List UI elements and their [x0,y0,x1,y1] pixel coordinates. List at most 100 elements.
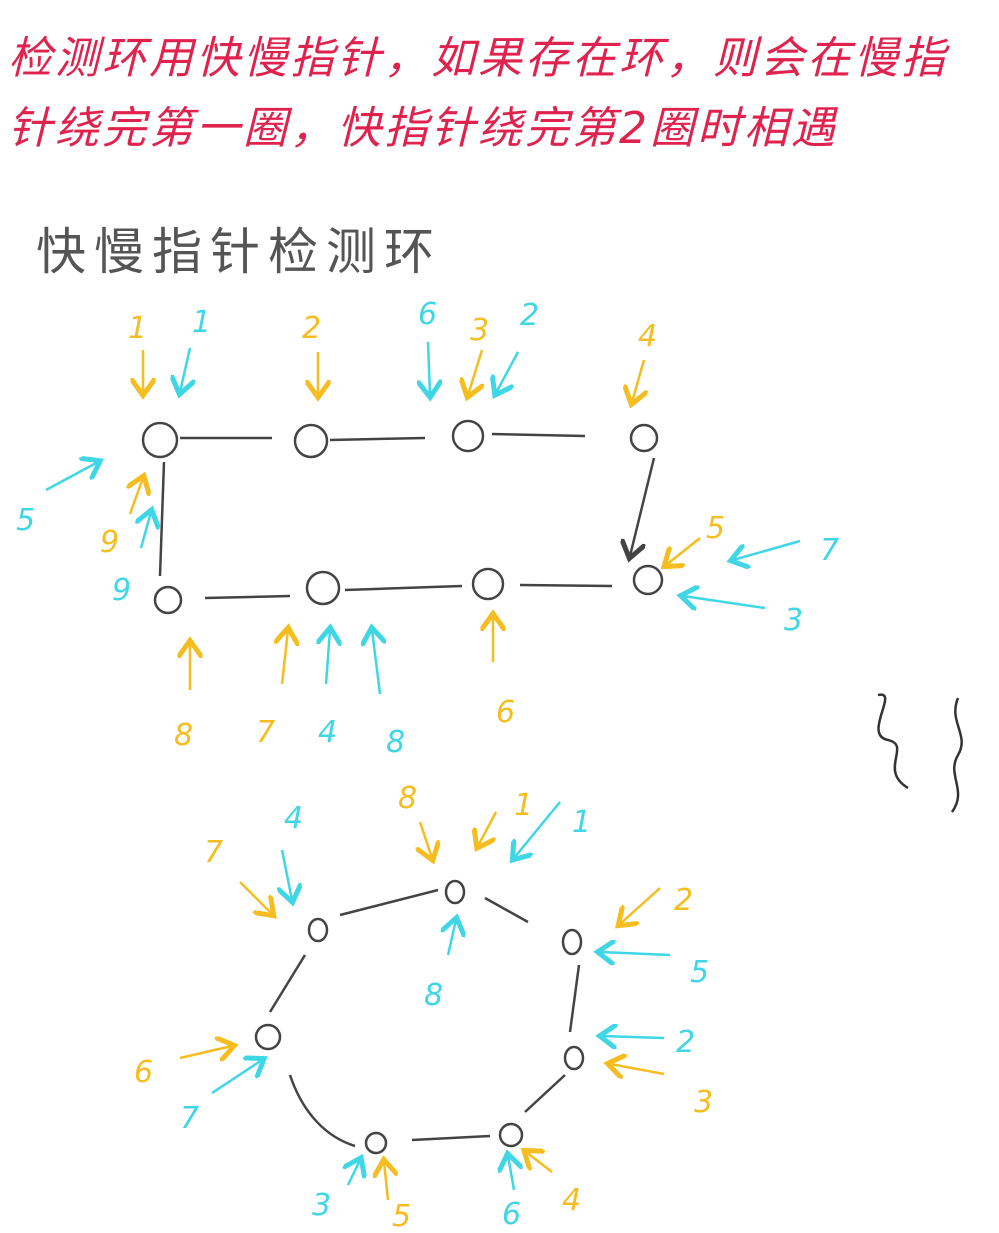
top-list-nodes [141,419,664,615]
pointer-label: 8 [424,978,443,1013]
fast-arrow [282,849,292,900]
fast-arrow [733,539,801,560]
pointer-label: 5 [690,955,709,990]
pointer-label: 6 [418,297,437,332]
fast-arrow [428,341,430,395]
pointer-label: 9 [112,573,131,608]
pointer-label: 5 [16,503,35,538]
node [305,570,341,606]
slow-arrow [526,1152,553,1173]
edge [158,461,166,577]
slow-arrow [478,811,498,846]
slow-arrow [468,349,482,395]
pointer-label: 8 [386,725,405,760]
node [632,564,664,596]
edge [344,584,463,592]
top-number-labels: 1 1 2 6 3 2 4 5 9 9 5 7 3 8 7 4 8 6 [16,297,839,760]
pointer-label: 6 [502,1197,521,1232]
node [451,419,485,453]
edge [329,436,426,442]
pointer-label: 5 [706,511,725,546]
fast-arrow [180,347,190,392]
pointer-label: 2 [674,883,693,918]
pointer-label: 4 [562,1183,581,1218]
pointer-label: 3 [470,313,489,348]
fast-arrow [211,1060,262,1095]
pointer-label: 4 [638,319,657,354]
node [293,423,329,459]
slow-arrow [282,630,288,685]
bottom-pointer-arrows [179,801,671,1201]
fast-arrow [514,801,561,858]
pointer-label: 2 [520,298,539,333]
slow-arrow [666,537,701,565]
edge [268,954,307,1013]
node [563,1045,585,1071]
pointer-label: 7 [820,533,839,568]
edge [484,896,529,924]
slow-arrow [179,1046,232,1058]
edge [339,888,439,917]
top-pointer-arrows [45,341,801,695]
edge [491,432,586,438]
pointer-label: 2 [676,1025,695,1060]
slow-arrow [632,359,644,402]
diagram-subtitle: 快慢指针检测环 [36,223,442,281]
edge [204,594,291,600]
fast-arrow [602,1036,665,1038]
pointer-label: 4 [318,715,337,750]
node [444,879,466,905]
edge [519,583,613,588]
slow-arrow [384,1162,388,1201]
slow-arrow [130,478,143,515]
node [498,1122,524,1148]
fast-arrow [326,630,330,685]
pointer-label: 7 [256,715,275,750]
node [141,421,179,459]
node [307,917,329,943]
pointer-label: 8 [174,718,193,753]
pointer-label: 5 [392,1199,411,1233]
edge [288,1074,356,1148]
fast-arrow [141,512,151,549]
fast-arrow [372,630,380,695]
pointer-label: 9 [100,525,119,560]
pointer-label: 1 [192,305,211,340]
fast-arrow [600,952,671,955]
slow-arrow [620,887,661,924]
edge [524,1074,566,1113]
pointer-label: 6 [134,1055,153,1090]
pointer-label: 1 [514,788,533,823]
node [561,928,583,956]
slow-arrow [420,821,432,858]
fast-arrow [496,351,520,393]
slow-arrow [239,881,272,914]
fast-arrow [448,920,456,956]
fast-arrow [508,1156,514,1191]
node [471,567,505,601]
pointer-label: 3 [694,1085,713,1120]
pointer-label: 1 [572,805,591,840]
node [254,1023,282,1051]
pointer-label: 6 [496,695,515,730]
edge [568,964,581,1033]
header-line-1: 检测环用快慢指针，如果存在环，则会在慢指 [8,33,948,84]
equivalence-symbol [877,693,963,813]
edge [630,457,656,556]
pointer-label: 3 [312,1188,331,1223]
pointer-label: 7 [204,835,223,870]
pointer-label: 8 [398,781,417,816]
pointer-label: 2 [302,311,321,346]
pointer-label: 1 [128,311,147,346]
bottom-number-labels: 8 1 1 7 4 2 5 8 6 7 2 3 3 5 6 4 [134,781,713,1233]
edge [411,1134,491,1142]
header-line-2: 针绕完第一圈，快指针绕完第2圈时相遇 [8,103,838,154]
fast-arrow [45,462,98,492]
bottom-ring-edges [268,888,581,1148]
bottom-ring-nodes [254,879,585,1155]
node [153,585,183,615]
pointer-label: 4 [284,801,303,836]
slow-arrow [610,1064,665,1074]
fast-arrow [348,1160,360,1186]
